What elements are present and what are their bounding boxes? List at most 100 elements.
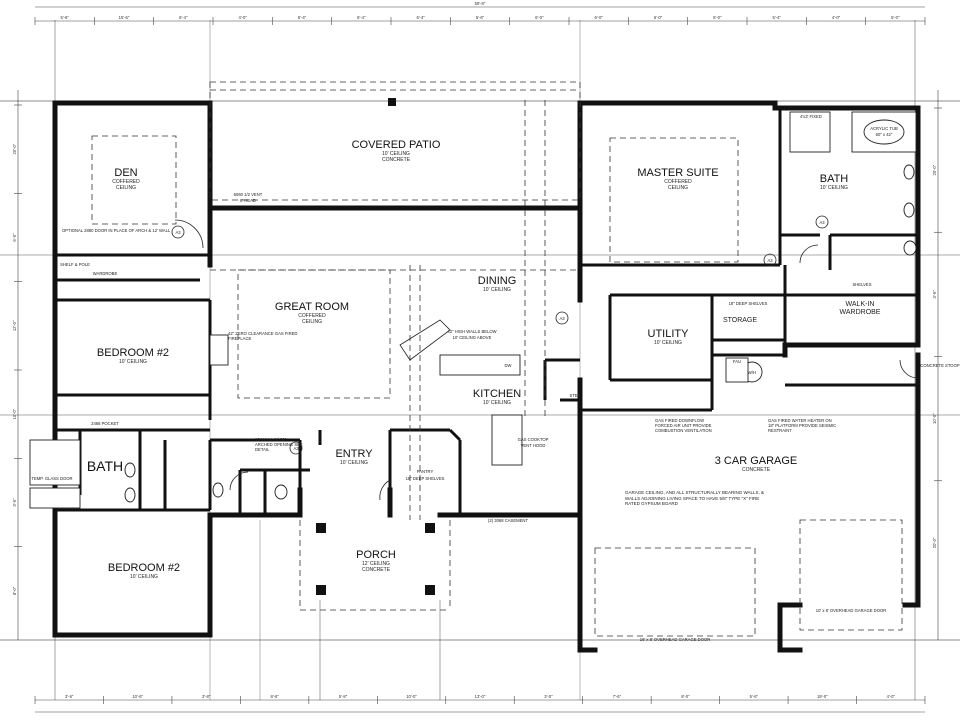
room-sub-master-suite: COFFERED [664, 179, 692, 185]
top-dimension: 6'-4" [357, 15, 366, 20]
room-name-kitchen: KITCHEN [473, 388, 521, 400]
room-sub-bedroom-upper: 10' CEILING [119, 359, 147, 365]
top-dimension: 6'-4" [179, 15, 188, 20]
room-sub-great-room: COFFERED [298, 313, 326, 319]
bottom-dimension: 3'-8" [202, 694, 211, 699]
note-water-heater: W/H [748, 370, 756, 375]
bottom-dimension: 3'-6" [65, 694, 74, 699]
detail-tag-bath: A3 [819, 220, 825, 225]
room-sub-walk-in: WARDROBE [840, 309, 881, 316]
room-name-bath-left: BATH [87, 458, 123, 474]
note-fixed-window: 4'x3' FIXED [800, 114, 822, 119]
exterior-walls [52, 100, 921, 653]
note-header-head: 8' HEAD [240, 198, 256, 203]
top-dimension: 5'-6" [476, 15, 485, 20]
room-name-great-room: GREAT ROOM [275, 301, 349, 313]
room-sub2-great-room: CEILING [302, 319, 322, 325]
ceiling-lines [91, 81, 903, 637]
note-garage-fire-rating: GARAGE CEILING, AND ALL STRUCTURALLY BEA… [625, 490, 765, 506]
bottom-dimension: 13'-0" [475, 694, 486, 699]
room-sub-covered-patio: 10' CEILING [382, 151, 410, 157]
top-dimension: 6'-0" [594, 15, 603, 20]
note-optional-door: OPTIONAL 2880 DOOR IN PLACE OF ARCH & 12… [62, 228, 171, 233]
top-dimension: 6'-4" [416, 15, 425, 20]
room-sub-bath-master: 10' CEILING [820, 185, 848, 191]
left-dimension: 3'-6" [12, 498, 17, 507]
room-name-garage: 3 CAR GARAGE [715, 455, 798, 467]
note-concrete-stoop: CONCRETE STOOP [920, 363, 959, 368]
room-name-utility: UTILITY [648, 328, 690, 340]
bottom-dimension: 10'-0" [406, 694, 417, 699]
top-dimension: 15'-6" [119, 15, 130, 20]
bottom-dimension: 19'-0" [817, 694, 828, 699]
top-dimension: 5'-0" [891, 15, 900, 20]
note-ceiling-above: 10' CEILING ABOVE [453, 335, 492, 340]
right-dimension: 20'-0" [932, 164, 937, 175]
fixtures [29, 111, 917, 509]
note-temp-glass-door: TEMP. GLASS DOOR [31, 476, 72, 481]
top-dimension: 5'-6" [60, 15, 69, 20]
note-pantry: PANTRY [417, 469, 434, 474]
bottom-dimension: 4'-0" [887, 694, 896, 699]
note-acrylic-tub: ACRYLIC TUB [870, 126, 898, 131]
porch-posts [316, 98, 435, 595]
bottom-dimension: 5'-6" [750, 694, 759, 699]
bottom-dimension: 10'-6" [132, 694, 143, 699]
room-name-dining: DINING [478, 275, 517, 287]
note-casement: (2) 3068 CASEMENT [488, 518, 528, 523]
note-header-vent: 6060 1/2 VENT [234, 192, 263, 197]
note-gas-fired-fau: GAS FIRED DOWNFLOW FORCED AIR UNIT PROVI… [655, 418, 712, 433]
left-dimension: 12'-0" [12, 320, 17, 331]
bottom-dimension: 7'-6" [613, 694, 622, 699]
bottom-dimension: 8'-6" [270, 694, 279, 699]
room-sub-porch: 12' CEILING [362, 561, 390, 567]
note-shelves: SHELVES [852, 282, 871, 287]
note-shelf-pole: SHELF & POLE [60, 262, 90, 267]
right-dimension: 10'-0" [932, 413, 937, 424]
right-dimension: 20'-0" [932, 537, 937, 548]
note-gas-water-heater: GAS FIRED WATER HEATER ON 18" PLATFORM P… [768, 418, 837, 433]
note-garage-door-1: 16' x 8' OVERHEAD GARAGE DOOR [640, 637, 710, 642]
note-gas-fireplace: 42" ZERO CLEARANCE GAS FIRED FIREPLACE [228, 331, 298, 341]
detail-tags: A3 A3 A3 A3 A3 [171, 215, 829, 455]
room-name-master-suite: MASTER SUITE [637, 167, 718, 179]
room-labels: COVERED PATIO 10' CEILING CONCRETE DEN C… [87, 139, 881, 580]
top-overall-dimension: 59'-8" [475, 1, 486, 6]
note-gas-cooktop: GAS COOKTOP [518, 437, 549, 442]
top-dimension: 5'-0" [713, 15, 722, 20]
note-pantry-sub: 18" DEEP SHELVES [406, 476, 445, 481]
room-name-covered-patio: COVERED PATIO [352, 139, 441, 151]
room-name-storage: STORAGE [723, 317, 757, 324]
note-arched-opening: 12' WALL W/ 36" ARCHED OPENING SEE DETAI… [255, 437, 303, 452]
left-dimension: 20'-0" [12, 143, 17, 154]
top-dimension: 4'-0" [238, 15, 247, 20]
note-vent-hood: VENT HOOD [521, 443, 546, 448]
left-dimension: 8'-0" [12, 586, 17, 595]
note-step: STEP [570, 393, 581, 398]
detail-tag-entry: A3 [293, 446, 299, 451]
left-dimension: 10'-0" [12, 408, 17, 419]
door-swings [174, 219, 919, 501]
room-name-bedroom-upper: BEDROOM #2 [97, 347, 169, 359]
note-storage-shelves: 18" DEEP SHELVES [729, 301, 768, 306]
detail-tag-den: A3 [175, 230, 181, 235]
note-pocket-door: 2468 POCKET [91, 421, 119, 426]
room-sub-entry: 10' CEILING [340, 460, 368, 466]
note-dw: DW [505, 363, 512, 368]
note-garage-door-2: 10' x 8' OVERHEAD GARAGE DOOR [816, 608, 886, 613]
room-sub-utility: 10' CEILING [654, 340, 682, 346]
top-dimension: 6'-4" [298, 15, 307, 20]
left-dimension: 6'-0" [12, 233, 17, 242]
room-name-entry: ENTRY [335, 448, 373, 460]
room-name-porch: PORCH [356, 549, 396, 561]
note-tub-size: 60" x 42" [876, 132, 893, 137]
detail-tag-dining: A3 [559, 316, 565, 321]
top-dimension: 5'-4" [772, 15, 781, 20]
top-dimension: 6'-0" [535, 15, 544, 20]
room-sub-bedroom-lower: 10' CEILING [130, 574, 158, 580]
room-sub2-porch: CONCRETE [362, 567, 391, 573]
top-dimension: 4'-0" [832, 15, 841, 20]
room-name-bedroom-lower: BEDROOM #2 [108, 562, 180, 574]
room-sub-garage: CONCRETE [742, 467, 771, 473]
dimension-lines: 59'-8" 5'-6" 15'-6" 6'-4" 4'-0" 6'-4" 6'-4" 6'… [12, 1, 942, 713]
